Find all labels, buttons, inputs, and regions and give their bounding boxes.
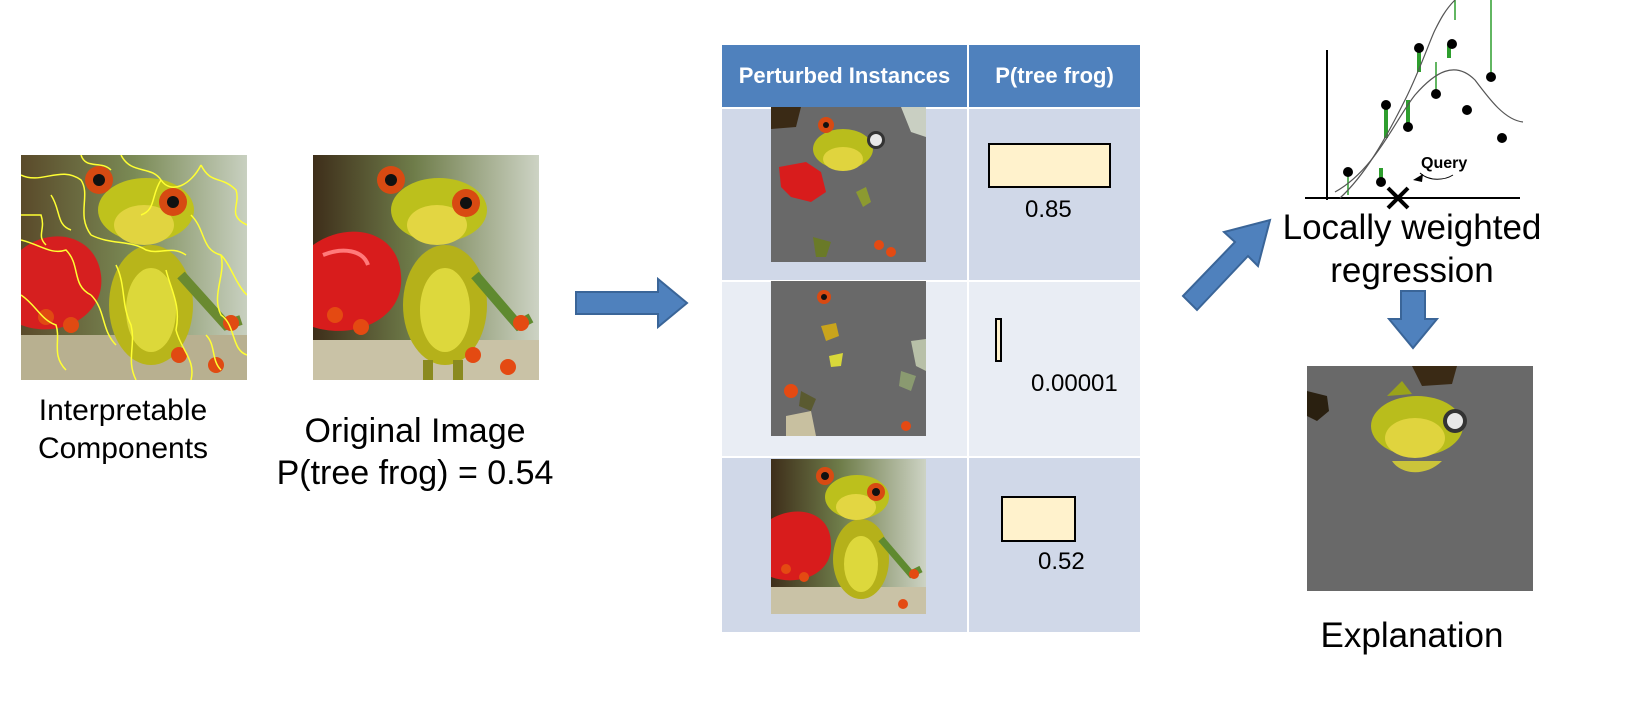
perturbed-instance-image: [771, 459, 926, 614]
explanation-caption: Explanation: [1320, 616, 1504, 655]
perturbed-instance-image: [771, 281, 926, 436]
probability-value: 0.85: [1025, 196, 1072, 223]
right-arrow-icon: [575, 277, 689, 329]
perturbed-instance-image: [771, 107, 926, 262]
regression-plot: [1305, 0, 1524, 210]
original-image: [313, 155, 539, 380]
diagonal-arrow-icon: [1181, 218, 1272, 312]
table-row: [969, 109, 1140, 280]
probability-bar: [995, 318, 1002, 362]
caption-line: Original Image: [304, 412, 526, 450]
header-label: P(tree frog): [995, 63, 1114, 88]
caption-line: Locally weighted: [1282, 208, 1542, 247]
caption-line: Interpretable: [38, 394, 208, 427]
caption-line: regression: [1330, 251, 1494, 290]
header-label: Perturbed Instances: [738, 63, 951, 88]
probability-value: 0.00001: [1031, 370, 1118, 397]
interpretable-components-image: [21, 155, 247, 380]
table-row: [969, 282, 1140, 456]
query-label: Query: [1421, 155, 1468, 172]
table-header-instances: Perturbed Instances: [722, 45, 967, 107]
regression-caption: Locally weighted regression: [1262, 206, 1562, 292]
table-header-probability: P(tree frog): [969, 45, 1140, 107]
original-image-caption: Original Image P(tree frog) = 0.54: [255, 410, 575, 494]
interpretable-components-caption: Interpretable Components: [0, 392, 246, 468]
caption-line: P(tree frog) = 0.54: [276, 454, 554, 492]
probability-value: 0.52: [1038, 548, 1085, 575]
table-row: [969, 458, 1140, 632]
probability-bar: [988, 143, 1111, 188]
probability-bar: [1001, 496, 1076, 542]
caption-line: Components: [37, 432, 209, 465]
down-arrow-icon: [1387, 290, 1439, 350]
explanation-image: [1307, 366, 1533, 591]
